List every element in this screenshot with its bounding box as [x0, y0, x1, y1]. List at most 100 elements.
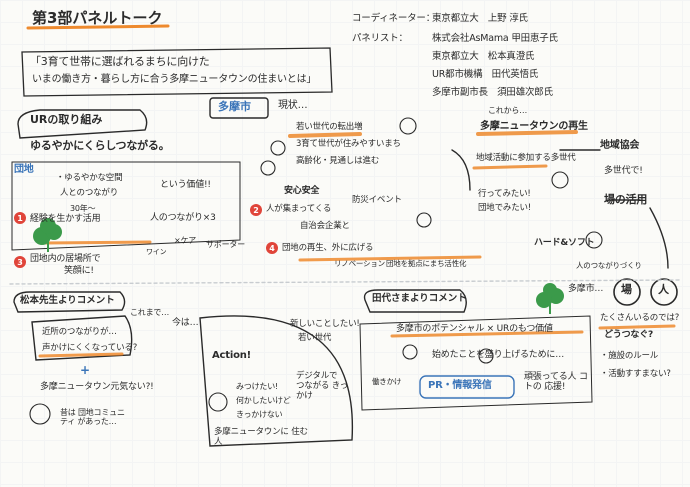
hard-soft-label: ハード&ソフト [534, 238, 595, 248]
tashiro-title-bubble [363, 289, 467, 313]
pr-box [419, 375, 515, 399]
coordinator-name: 東京都立大 上野 淳氏 [432, 13, 528, 24]
hatarakikake-label: 働きかけ [372, 377, 402, 386]
past-item: 近所のつながりが… [42, 327, 117, 337]
kyoten-label: 団地を拠点にまち活性化 [386, 259, 467, 268]
ganbatte-label: 頑張ってる人 コトの 応援! [524, 372, 588, 393]
ba-label: 場 [621, 283, 632, 296]
hito-tsunagari-label: 人のつながりづくり [576, 261, 642, 270]
svg-text:1: 1 [17, 214, 23, 223]
plus-sign: + [80, 363, 90, 377]
hito-circle [650, 278, 678, 306]
wakai-label: 若い世代 [298, 333, 332, 343]
wine-label: ワイン [146, 248, 167, 256]
person-icon [551, 171, 569, 189]
atarashii-label: 新しいことしたい! [290, 319, 360, 329]
panelist-item: 多摩市副市長 須田雄次郎氏 [432, 87, 553, 98]
flow-arrow [451, 149, 471, 191]
renovation-label: リノベーション [334, 259, 385, 268]
svg-text:2: 2 [253, 206, 259, 215]
genjo-label: 現状… [278, 100, 308, 111]
bosyu-label: 団地でみたい! [478, 203, 532, 213]
jichikai-label: 自治会企業と [300, 221, 350, 231]
question-label: 多摩ニュータウン元気ない?! [40, 382, 154, 392]
matsumoto-title-bubble [13, 291, 126, 313]
potential-label: 多摩市のポテンシャル × URのもつ価値 [396, 324, 553, 334]
number-badge [14, 256, 26, 268]
digital-label: デジタルで つながる きっかけ [296, 371, 348, 401]
question-1: たくさんいるのでは? [600, 313, 680, 323]
panelists-label: パネリスト： [352, 33, 408, 44]
highlight-stroke [288, 132, 362, 138]
svg-text:3: 3 [17, 258, 23, 267]
theme-line-1: 「3育て世帯に選ばれるまちに向けた [30, 55, 210, 68]
issue-item: 高齢化・見通しは進む [296, 156, 380, 166]
highlight-stroke [598, 324, 676, 330]
saisei-label: 多摩ニュータウンの再生 [480, 121, 588, 132]
highlight-stroke [476, 130, 578, 136]
person-icon [29, 403, 51, 425]
ur-title-bubble [17, 109, 148, 139]
theme-frame [21, 47, 333, 97]
theme-line-2: いまの働き方・暮らし方に合う多摩ニュータウンの住まいとは」 [32, 74, 317, 85]
question-2: どうつなぐ? [604, 330, 654, 340]
kikkake-label: きっかけない [236, 410, 283, 419]
ur-item-1: 経験を生かす活用 [30, 214, 101, 224]
ur-frame [11, 161, 241, 251]
highlight-stroke [472, 164, 548, 170]
highlight-stroke [43, 240, 152, 245]
tashiro-title: 田代さまよりコメント [372, 293, 467, 304]
tamashi-label: 多摩市… [568, 284, 604, 294]
kyogikai-label: 地域協会 [600, 140, 640, 151]
person-icon [270, 140, 286, 156]
section-divider [9, 279, 681, 285]
supporter-label: サポーター [206, 240, 245, 249]
issue-item: 3育て世代が住みやすいまち [296, 139, 401, 149]
hajimeta-label: 始めたことを盛り上げるために… [432, 350, 565, 360]
ima-label: 今は… [172, 318, 199, 328]
ur-item-4: 団地の再生、外に広げる [282, 243, 374, 253]
issue-item: 若い世代の転出増 [296, 122, 363, 132]
past-item: 声かけにくくなっている? [42, 343, 138, 353]
toiu-kachi: という価値!! [160, 180, 211, 190]
ur-item-3b: 笑顔に! [64, 266, 94, 276]
korekara-label: これから… [488, 106, 527, 115]
flow-arrow [649, 207, 669, 269]
rule-item: ・施設のルール [600, 351, 659, 361]
panelist-item: UR都市機構 田代英悟氏 [432, 69, 539, 80]
matsumoto-title: 松本先生よりコメント [20, 295, 115, 306]
pr-label: PR・情報発信 [428, 380, 492, 391]
tama-label: 多摩市 [218, 100, 251, 113]
action-label: Action! [212, 350, 252, 361]
title-underline [26, 24, 170, 30]
ur-title: URの取り組み [30, 113, 103, 126]
ur-item-3: 団地内の居場所で [30, 254, 101, 264]
number-badge [14, 212, 26, 224]
ur-item-1b: 人のつながり×3 [150, 213, 216, 223]
ba-circle [613, 278, 641, 306]
nanika-label: 何かしたいけど [236, 396, 291, 405]
ur-item-2: 人が集まってくる [266, 204, 332, 214]
person-icon [402, 344, 418, 360]
panelist-item: 株式会社AsMama 甲田恵子氏 [432, 33, 558, 44]
space-item: 人とのつながり [60, 188, 119, 198]
care-label: ×ケア [174, 236, 197, 245]
ba-katsuyou-label: 場の活用 [604, 193, 648, 206]
ima-frame [199, 315, 354, 447]
matsumoto-past-frame [31, 315, 133, 361]
katsuyou-item: ・活動すすまない? [600, 369, 671, 379]
number-badge [266, 242, 278, 254]
person-icon [585, 231, 603, 249]
page-title: 第3部パネルトーク [32, 9, 163, 27]
svg-text:4: 4 [269, 244, 275, 253]
chiiki-label: 地域活動に参加する多世代 [476, 153, 576, 163]
korema-label: これまで… [130, 308, 169, 317]
highlight-stroke [390, 330, 584, 338]
tama-label-box [209, 97, 269, 119]
person-icon [260, 160, 276, 176]
mitsuketa-label: みつけたい! [236, 382, 279, 391]
person-icon [399, 117, 417, 135]
hito-label: 人 [658, 283, 669, 296]
ikitai-label: 行ってみたい! [478, 189, 531, 199]
